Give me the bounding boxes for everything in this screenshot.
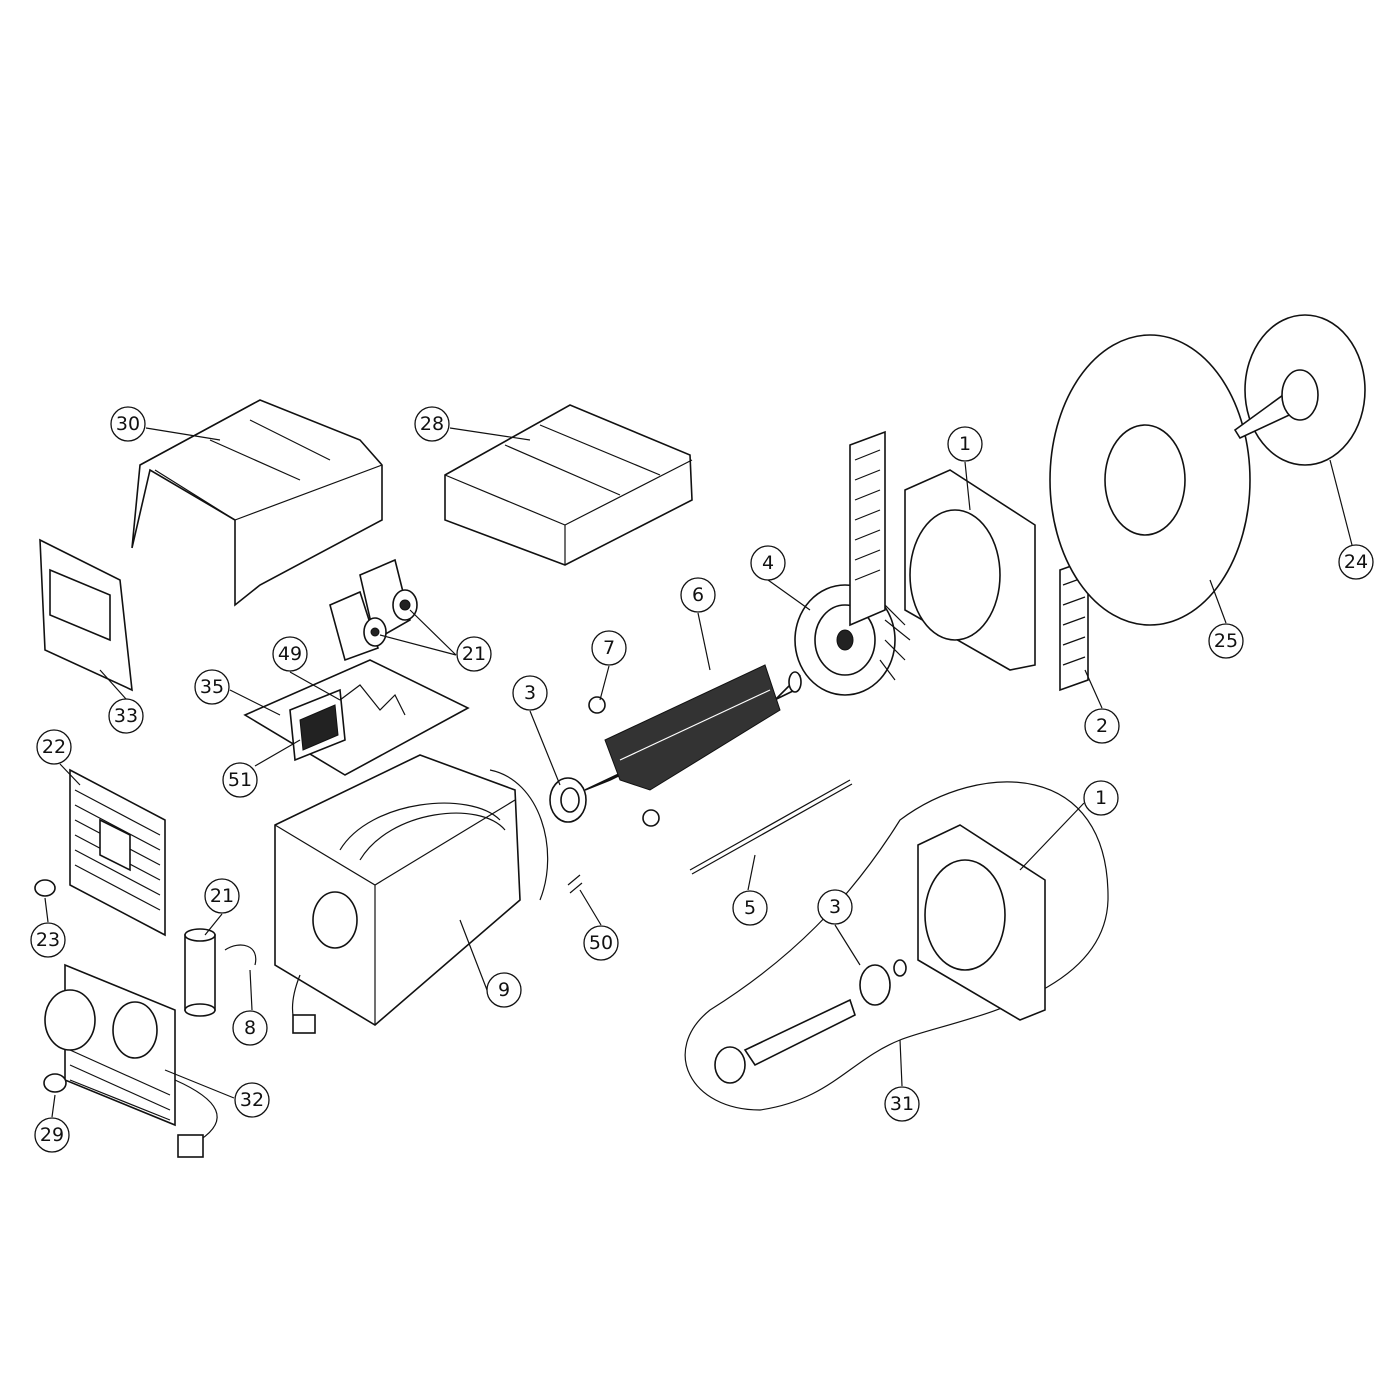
callout-8: 8 bbox=[232, 1010, 268, 1046]
part-clip-8 bbox=[224, 944, 257, 966]
kit-outline-31 bbox=[684, 781, 1109, 1111]
callout-9: 9 bbox=[486, 972, 522, 1008]
svg-text:24: 24 bbox=[1344, 551, 1368, 573]
part-cover-28 bbox=[444, 404, 693, 566]
svg-text:31: 31 bbox=[890, 1093, 914, 1115]
svg-text:4: 4 bbox=[762, 552, 774, 574]
svg-text:30: 30 bbox=[116, 413, 140, 435]
callout-31: 31 bbox=[884, 1086, 920, 1122]
callout-1-upper: 1 bbox=[947, 426, 983, 462]
callout-21-lower: 21 bbox=[204, 878, 240, 914]
svg-text:3: 3 bbox=[524, 682, 536, 704]
svg-text:2: 2 bbox=[1096, 715, 1108, 737]
callout-25: 25 bbox=[1208, 623, 1244, 659]
svg-text:23: 23 bbox=[36, 929, 60, 951]
callout-4: 4 bbox=[750, 545, 786, 581]
part-end-bracket-1-lower bbox=[917, 824, 1046, 1021]
svg-text:25: 25 bbox=[1214, 630, 1238, 652]
callout-3-lower: 3 bbox=[817, 889, 853, 925]
callout-2: 2 bbox=[1084, 708, 1120, 744]
callout-7: 7 bbox=[591, 630, 627, 666]
part-bearing-3 bbox=[549, 777, 587, 823]
callout-30: 30 bbox=[110, 406, 146, 442]
part-housing-9 bbox=[274, 754, 549, 1034]
part-knob-23 bbox=[34, 879, 56, 897]
svg-text:32: 32 bbox=[240, 1089, 264, 1111]
part-rotor-6 bbox=[584, 664, 802, 791]
part-clips-7 bbox=[588, 696, 660, 827]
part-coupling-disc-24 bbox=[1233, 314, 1366, 466]
svg-text:28: 28 bbox=[420, 413, 444, 435]
svg-text:8: 8 bbox=[244, 1017, 256, 1039]
svg-text:6: 6 bbox=[692, 584, 704, 606]
callout-6: 6 bbox=[680, 577, 716, 613]
svg-text:1: 1 bbox=[959, 433, 971, 455]
callout-28: 28 bbox=[414, 406, 450, 442]
part-bracket-35 bbox=[243, 659, 470, 776]
part-shaft-31 bbox=[714, 959, 907, 1084]
callout-33: 33 bbox=[108, 698, 144, 734]
part-socket-panel-32 bbox=[44, 963, 218, 1158]
callout-51: 51 bbox=[222, 762, 258, 798]
svg-text:49: 49 bbox=[278, 643, 302, 665]
callout-1-lower: 1 bbox=[1083, 780, 1119, 816]
callout-50: 50 bbox=[583, 925, 619, 961]
callout-23: 23 bbox=[30, 922, 66, 958]
part-grille-22 bbox=[69, 768, 166, 937]
callout-35: 35 bbox=[194, 669, 230, 705]
svg-text:21: 21 bbox=[210, 885, 234, 907]
callout-32: 32 bbox=[234, 1082, 270, 1118]
part-end-bracket-1-upper bbox=[904, 469, 1036, 671]
part-knob-29 bbox=[43, 1073, 67, 1093]
callout-49: 49 bbox=[272, 636, 308, 672]
svg-text:5: 5 bbox=[744, 897, 756, 919]
part-vent-grille-2 bbox=[849, 430, 1089, 692]
leader-lines bbox=[44, 427, 1353, 1118]
callout-24: 24 bbox=[1338, 544, 1374, 580]
part-panel-33 bbox=[39, 538, 133, 692]
callout-5: 5 bbox=[732, 890, 768, 926]
part-capacitors-21 bbox=[329, 558, 418, 662]
part-flange-25 bbox=[1049, 334, 1251, 626]
part-tie-rod-5 bbox=[689, 779, 853, 875]
callout-21-upper: 21 bbox=[456, 636, 492, 672]
callout-29: 29 bbox=[34, 1117, 70, 1153]
svg-text:21: 21 bbox=[462, 643, 486, 665]
svg-text:50: 50 bbox=[589, 932, 613, 954]
svg-text:3: 3 bbox=[829, 896, 841, 918]
svg-text:9: 9 bbox=[498, 979, 510, 1001]
svg-text:29: 29 bbox=[40, 1124, 64, 1146]
svg-text:1: 1 bbox=[1095, 787, 1107, 809]
part-capacitor-21-lower bbox=[184, 928, 216, 1017]
callout-22: 22 bbox=[36, 729, 72, 765]
callout-3-upper: 3 bbox=[512, 675, 548, 711]
svg-text:22: 22 bbox=[42, 736, 66, 758]
svg-text:33: 33 bbox=[114, 705, 138, 727]
part-cover-30 bbox=[131, 399, 383, 607]
svg-text:35: 35 bbox=[200, 676, 224, 698]
part-stud-50 bbox=[567, 874, 583, 894]
svg-text:51: 51 bbox=[228, 769, 252, 791]
svg-text:7: 7 bbox=[603, 637, 615, 659]
